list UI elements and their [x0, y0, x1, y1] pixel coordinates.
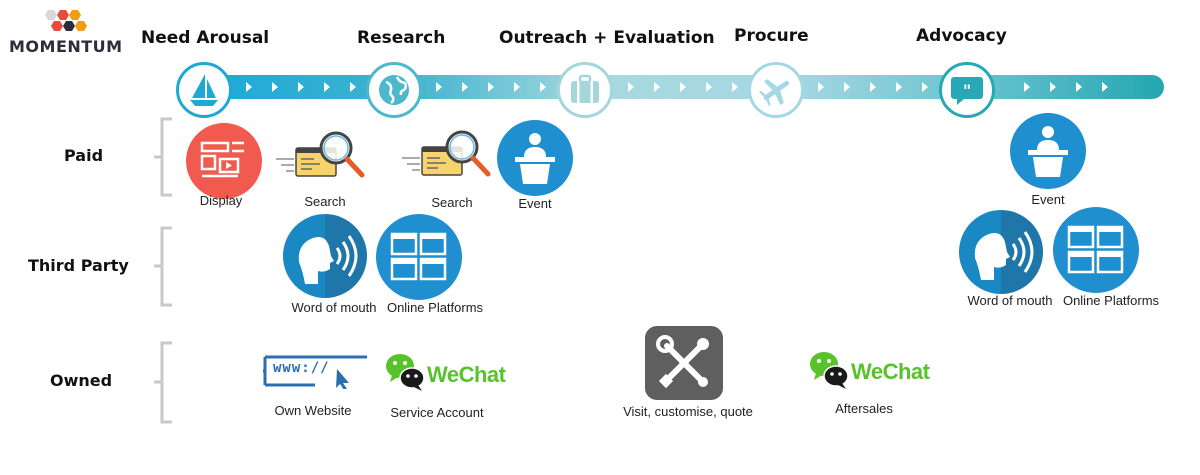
online-platforms-icon — [376, 214, 462, 300]
caption-display: Display — [199, 193, 243, 208]
journey-timeline — [190, 75, 1164, 99]
briefcase-icon — [571, 74, 599, 103]
caption-event-2: Event — [1031, 192, 1065, 207]
timeline-bar — [190, 75, 1164, 99]
online-platforms-icon — [1053, 207, 1139, 293]
caption-online-platforms-1: Online Platforms — [386, 300, 484, 315]
bracket-owned — [160, 341, 172, 424]
timeline-arrows — [246, 82, 1108, 92]
bracket-paid — [160, 117, 172, 197]
word-of-mouth-icon — [959, 210, 1043, 294]
caption-word-of-mouth-2: Word of mouth — [967, 293, 1053, 308]
wechat-icon — [810, 352, 849, 389]
bracket-third-party — [160, 226, 172, 307]
row-label-owned: Owned — [50, 371, 113, 390]
word-of-mouth-icon — [283, 214, 367, 298]
caption-word-of-mouth-1: Word of mouth — [291, 300, 377, 315]
stage-label-procure: Procure — [734, 26, 809, 46]
event-podium-icon — [1010, 113, 1086, 189]
website-url-icon: www:// — [263, 355, 367, 389]
brand-name: MOMENTUM — [9, 37, 123, 56]
caption-event-1: Event — [518, 196, 552, 211]
wechat-logo-text-1: WeChat — [427, 362, 506, 387]
row-brackets — [154, 117, 172, 424]
caption-search-2: Search — [431, 195, 473, 210]
stage-node-procure — [748, 62, 804, 118]
stage-label-need-arousal: Need Arousal — [141, 28, 270, 48]
caption-own-website: Own Website — [274, 403, 352, 418]
stage-label-outreach-evaluation: Outreach + Evaluation — [499, 28, 715, 48]
website-url-text: www:// — [273, 360, 330, 376]
search-icon — [276, 131, 365, 178]
caption-online-platforms-2: Online Platforms — [1062, 293, 1160, 308]
svg-text:": " — [963, 81, 971, 100]
sailboat-icon — [190, 74, 218, 106]
caption-visit-customise-quote: Visit, customise, quote — [623, 404, 753, 419]
tools-icon — [645, 326, 723, 400]
stage-label-research: Research — [357, 28, 446, 48]
search-icon — [402, 130, 491, 177]
stage-node-outreach-evaluation — [557, 62, 613, 118]
hexagon-logo-icon — [45, 10, 87, 31]
speech-bubble-icon: " — [951, 77, 983, 105]
stage-node-research — [366, 62, 422, 118]
display-icon — [186, 123, 262, 199]
caption-aftersales: Aftersales — [835, 401, 893, 416]
airplane-icon — [759, 79, 790, 106]
stage-node-advocacy: " — [939, 62, 995, 118]
row-label-third-party: Third Party — [28, 256, 129, 275]
wechat-logo-text-2: WeChat — [851, 359, 930, 384]
event-podium-icon — [497, 120, 573, 196]
row-label-paid: Paid — [64, 146, 104, 165]
globe-icon — [379, 75, 409, 105]
stage-label-advocacy: Advocacy — [916, 26, 1007, 46]
stage-node-need-arousal — [176, 62, 232, 118]
wechat-icon — [386, 354, 425, 391]
caption-service-account: Service Account — [390, 405, 484, 420]
caption-search-1: Search — [304, 194, 346, 209]
